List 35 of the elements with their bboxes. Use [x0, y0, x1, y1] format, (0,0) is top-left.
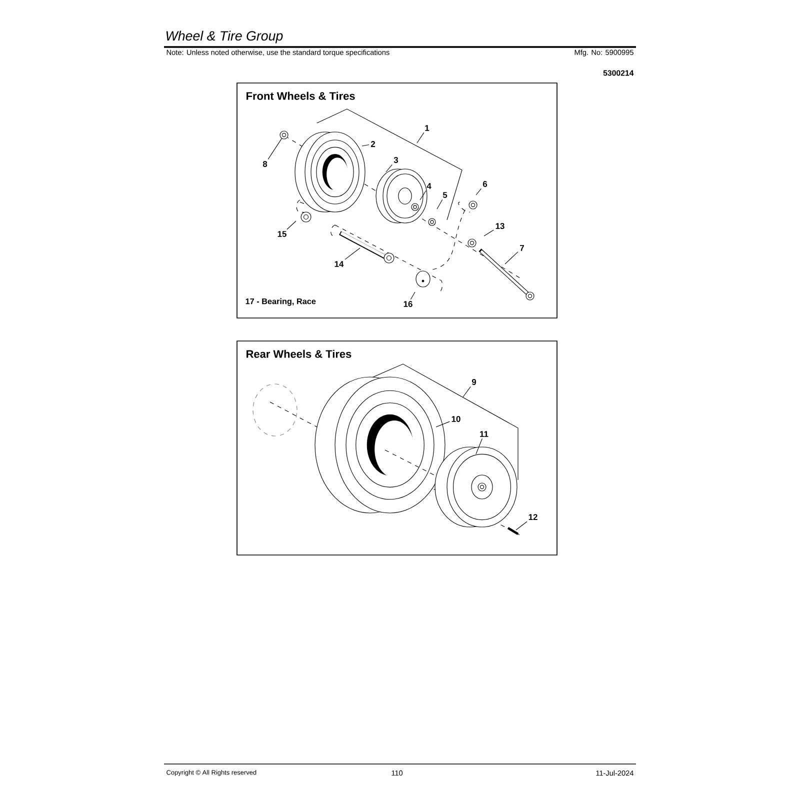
nut-icon: [280, 130, 288, 140]
callout-number: 8: [262, 161, 268, 167]
callout-number: 15: [278, 231, 286, 237]
callout-number: 1: [425, 125, 430, 131]
callout-number: 16: [404, 301, 412, 307]
leader-line: [436, 421, 450, 428]
leader-line: [386, 164, 392, 172]
leader-line: [476, 438, 482, 454]
leader-line: [410, 292, 416, 300]
callout-number: 4: [426, 183, 432, 189]
leader-line: [462, 386, 471, 398]
callout-number: 9: [472, 379, 476, 385]
callout-number: 6: [482, 181, 488, 187]
callout-number: 11: [480, 431, 488, 437]
callout-number: 14: [334, 261, 344, 267]
part-note: 17 - Bearing, Race: [246, 298, 316, 306]
leader-line: [436, 199, 443, 210]
leader-line: [516, 521, 528, 530]
page-title: Wheel & Tire Group: [166, 30, 283, 44]
callout-number: 7: [520, 245, 524, 251]
leader-line: [476, 188, 482, 196]
leader-line: [344, 248, 360, 260]
callout-number: 2: [370, 141, 376, 147]
leader-line: [286, 220, 296, 230]
callout-number: 3: [394, 157, 398, 163]
leader-line: [420, 190, 426, 200]
leader-line: [362, 144, 370, 146]
leader-line: [416, 132, 424, 144]
callout-number: 5: [442, 192, 448, 198]
leader-line: [484, 230, 494, 236]
leader-line: [504, 252, 518, 264]
callout-number: 10: [452, 416, 460, 422]
callout-number: 12: [528, 514, 538, 520]
leader-line: [268, 138, 282, 160]
callout-number: 13: [496, 223, 504, 229]
